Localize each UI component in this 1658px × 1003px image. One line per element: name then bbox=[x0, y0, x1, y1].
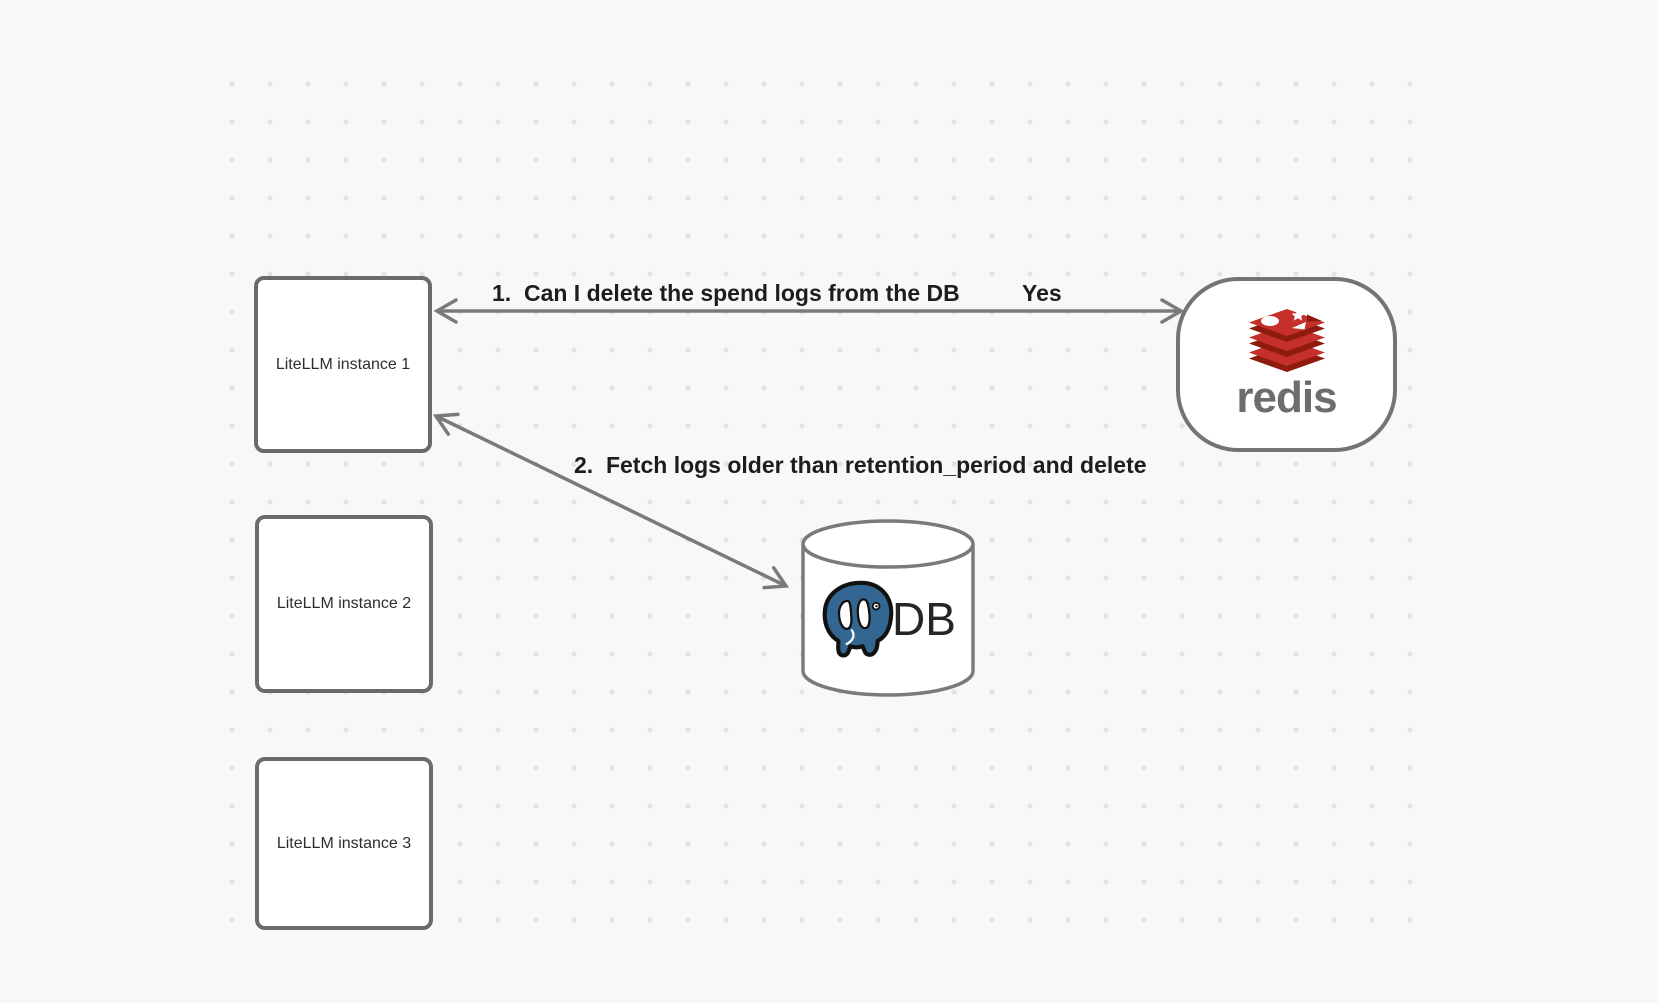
node-litellm-instance-2[interactable]: LiteLLM instance 2 bbox=[255, 515, 433, 693]
arrow1-question-label[interactable]: 1. Can I delete the spend logs from the … bbox=[492, 280, 960, 306]
node-litellm-instance-1[interactable]: LiteLLM instance 1 bbox=[254, 276, 432, 453]
database-content: DB bbox=[799, 573, 977, 665]
arrow2-label[interactable]: 2. Fetch logs older than retention_perio… bbox=[574, 452, 1147, 478]
node-label: LiteLLM instance 2 bbox=[276, 595, 412, 612]
arrow1-answer-label[interactable]: Yes bbox=[1022, 280, 1062, 306]
node-label: LiteLLM instance 1 bbox=[275, 355, 411, 373]
database-label: DB bbox=[892, 593, 956, 645]
redis-logo-icon bbox=[1248, 309, 1325, 372]
node-redis[interactable]: redis bbox=[1176, 277, 1397, 452]
node-database[interactable]: DB bbox=[799, 517, 977, 699]
postgresql-elephant-icon bbox=[822, 580, 894, 658]
redis-wordmark: redis bbox=[1236, 373, 1337, 422]
node-litellm-instance-3[interactable]: LiteLLM instance 3 bbox=[255, 757, 433, 930]
node-label: LiteLLM instance 3 bbox=[276, 834, 412, 852]
